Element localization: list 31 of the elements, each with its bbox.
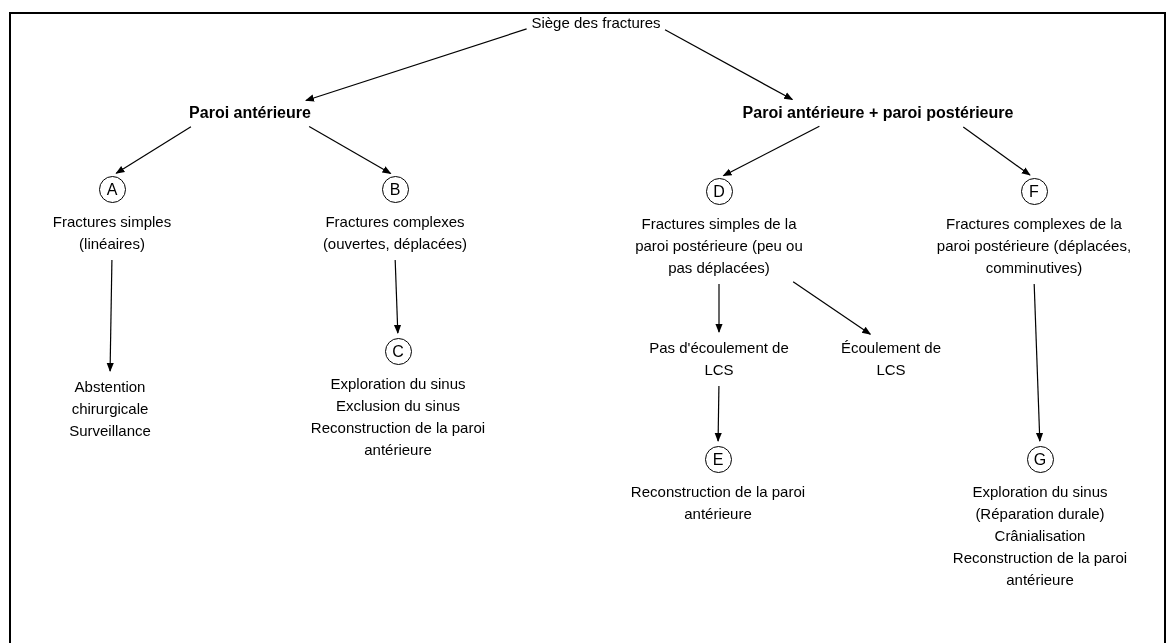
node-label: (Réparation durale) (975, 504, 1105, 524)
node-label: Reconstruction de la paroi antérieure (309, 418, 487, 460)
node-label: Crânialisation (994, 526, 1086, 546)
node-label: Exploration du sinus (330, 374, 466, 394)
arrow (715, 283, 723, 333)
arrow (106, 259, 114, 372)
node-label: Fractures complexes (ouvertes, déplacées) (321, 212, 469, 254)
heading-label: Paroi antérieure (189, 103, 311, 123)
node-label: Écoulement de LCS (839, 338, 943, 380)
arrow (115, 126, 192, 174)
arrow (714, 385, 722, 442)
arrow (305, 28, 528, 102)
node-label: Reconstruction de la paroi antérieure (629, 482, 807, 524)
arrow (1033, 283, 1044, 442)
arrow (393, 259, 402, 334)
node-label: Pas d'écoulement de LCS (648, 338, 790, 380)
arrow (308, 125, 392, 175)
node-label: Reconstruction de la paroi antérieure (951, 548, 1129, 590)
arrow (792, 281, 872, 335)
node-label: Surveillance (69, 421, 151, 441)
node-label: Fractures complexes de la paroi postérieure (déplacées, comminutives) (935, 214, 1133, 278)
node-label: Abstention chirurgicale (70, 377, 150, 419)
arrow (722, 125, 820, 177)
node-label: Fractures simples (linéaires) (51, 212, 173, 254)
heading-label: Paroi antérieure + paroi postérieure (742, 103, 1014, 123)
node-label: Exploration du sinus (972, 482, 1108, 502)
node-label: Fractures simples de la paroi postérieure (peu ou pas déplacées) (634, 214, 804, 278)
node-label: Exclusion du sinus (335, 396, 461, 416)
arrow (962, 126, 1031, 176)
node-label: Siège des fractures (531, 13, 661, 33)
arrow (664, 29, 794, 101)
